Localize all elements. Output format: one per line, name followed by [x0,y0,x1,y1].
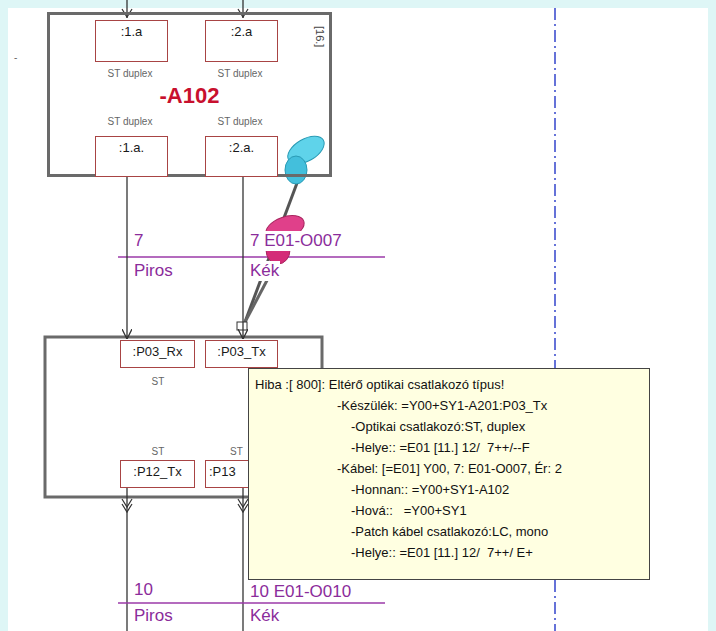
error-detail: -Kábel: [=E01] Y00, 7: E01-O007, Ér: 2 [255,458,643,479]
pin-needle [245,252,282,322]
port-name: :P03_Tx [217,344,265,359]
fiber-color: Kék [249,606,280,626]
connector-type: ST [152,446,165,457]
port-name: :P12_Tx [133,464,181,479]
error-detail: -Készülék: =Y00+SY1-A201:P03_Tx [255,395,643,416]
fiber-color: Piros [133,261,174,281]
fiber-color: Piros [133,606,174,626]
port-box: :P03_Rx [120,340,195,368]
connector-type: ST duplex [108,68,153,79]
wire [126,488,127,631]
cable-marker [118,256,385,257]
port-name: :P13 [209,464,236,479]
cable-number: 7 [133,231,144,251]
error-tooltip: Hiba :[ 800]: Eltérő optikai csatlakozó … [248,368,650,580]
connector-type: ST duplex [218,116,263,127]
fiber-wire [242,177,243,339]
port-box: :2.a [205,20,278,62]
cable-marker [118,602,385,603]
page-reference: [16.] [314,26,326,47]
pin-marker [237,322,247,330]
port-box: :2.a. [205,136,278,177]
port-name: :1.a [121,24,143,39]
error-detail: -Helye:: =E01 [11.] 12/ 7++/ E+ [255,542,643,563]
cable-id: 7 E01-O007 [249,231,343,251]
device-name: -A102 [160,83,220,108]
port-box: :1.a. [95,136,168,177]
connector-type: ST [230,446,243,457]
cable-number: 10 [133,580,154,600]
device-holder: -A102 [50,83,329,109]
error-detail: -Helye:: =E01 [11.] 12/ 7++/--F [255,437,643,458]
port-name: :2.a. [229,140,254,155]
port-box: :1.a [95,20,168,62]
error-detail: -Honnan:: =Y00+SY1-A102 [255,479,643,500]
error-heading: Hiba :[ 800]: Eltérő optikai csatlakozó … [255,374,643,395]
error-detail: -Optikai csatlakozó:ST, duplex [255,416,643,437]
port-box: :P03_Tx [205,340,278,368]
cable-id: 10 E01-O010 [249,582,352,602]
dash-mark: - [14,52,17,63]
device-box: -A102 :1.a :2.a :1.a. :2.a. [47,12,332,177]
connector-type: ST duplex [108,116,153,127]
pushpin-body [285,156,307,184]
error-detail: -Patch kábel csatlakozó:LC, mono [255,521,643,542]
fiber-color: Kék [249,261,280,281]
wire-arrow [122,499,248,512]
port-name: :2.a [231,24,253,39]
fiber-wire [126,177,127,339]
wire [242,488,243,631]
connector-type: ST duplex [218,68,263,79]
port-name: :1.a. [119,140,144,155]
port-box: :P12_Tx [120,460,195,488]
port-name: :P03_Rx [133,344,183,359]
error-detail: -Hová:: =Y00+SY1 [255,500,643,521]
connector-type: ST [152,376,165,387]
